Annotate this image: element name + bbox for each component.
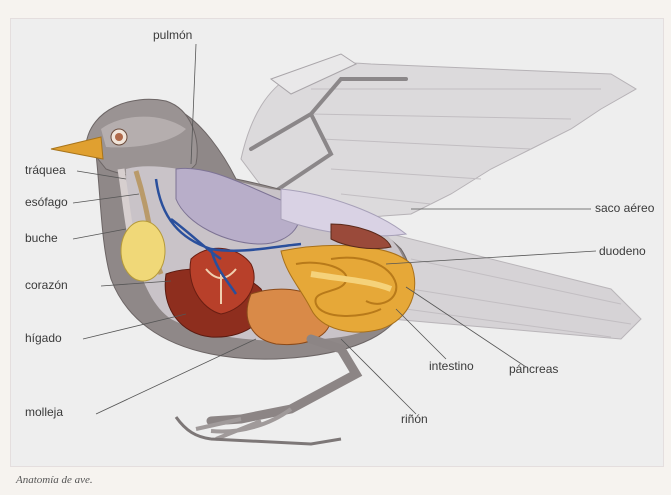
label-buche: buche <box>25 231 58 245</box>
bird-anatomy-illustration <box>11 19 663 466</box>
label-corazon: corazón <box>25 278 68 292</box>
beak <box>51 137 103 159</box>
diagram-panel: pulmón tráquea esófago buche corazón híg… <box>10 18 664 467</box>
label-pancreas: páncreas <box>509 362 558 376</box>
label-pulmon: pulmón <box>153 28 192 42</box>
label-esofago: esófago <box>25 195 68 209</box>
label-higado: hígado <box>25 331 62 345</box>
crop <box>121 221 165 281</box>
label-intestino: intestino <box>429 359 474 373</box>
label-saco-aereo: saco aéreo <box>595 201 654 215</box>
label-duodeno: duodeno <box>599 244 646 258</box>
label-rinon: riñón <box>401 412 428 426</box>
figure-caption: Anatomía de ave. <box>16 474 93 486</box>
label-molleja: molleja <box>25 405 63 419</box>
label-traquea: tráquea <box>25 163 66 177</box>
